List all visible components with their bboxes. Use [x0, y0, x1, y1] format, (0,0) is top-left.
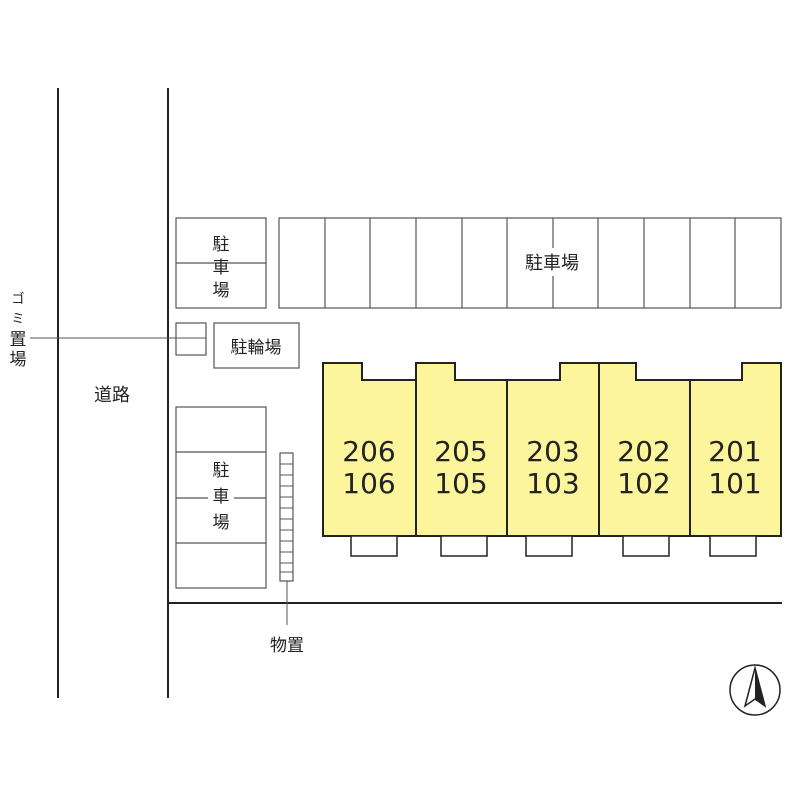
parking-top-left-char-2: 車	[213, 258, 230, 278]
unit-1-upper: 206	[342, 435, 395, 468]
parking-bottom-left-char-2: 車	[213, 487, 230, 507]
unit-5-upper: 201	[708, 435, 761, 468]
unit-4-lower: 102	[617, 467, 670, 500]
garbage-label-char-2: ミ	[11, 312, 25, 327]
garbage-station-box	[175, 322, 207, 356]
parking-top-left-char-1: 駐	[213, 235, 230, 255]
unit-3-upper: 203	[526, 435, 579, 468]
unit-1-lower: 106	[342, 467, 395, 500]
unit-2-lower: 105	[434, 467, 487, 500]
parking-top-left-char-3: 場	[213, 281, 230, 301]
garbage-station-label: ゴ ミ 置 場	[6, 290, 30, 370]
bicycle-parking-label: 駐輪場	[231, 338, 282, 358]
parking-top-right-label: 駐車場	[525, 253, 579, 274]
unit-3-lower: 103	[526, 467, 579, 500]
storage-shed	[279, 452, 294, 625]
storage-label: 物置	[270, 636, 304, 656]
parking-top-left	[175, 217, 267, 309]
parking-bottom-left-char-3: 場	[213, 513, 230, 533]
bicycle-parking-box	[213, 322, 300, 369]
unit-2-upper: 205	[434, 435, 487, 468]
garbage-label-char-3: 置	[9, 330, 27, 350]
parking-bottom-left-char-1: 駐	[213, 461, 230, 481]
parking-bottom-left	[175, 406, 267, 589]
garbage-label-char-4: 場	[9, 350, 27, 370]
parking-top-right	[278, 217, 782, 309]
north-arrow-icon	[729, 664, 781, 716]
apartment-building	[322, 362, 782, 557]
garbage-label-char-1: ゴ	[11, 292, 25, 307]
unit-5-lower: 101	[708, 467, 761, 500]
road-label: 道路	[94, 385, 130, 406]
unit-4-upper: 202	[617, 435, 670, 468]
